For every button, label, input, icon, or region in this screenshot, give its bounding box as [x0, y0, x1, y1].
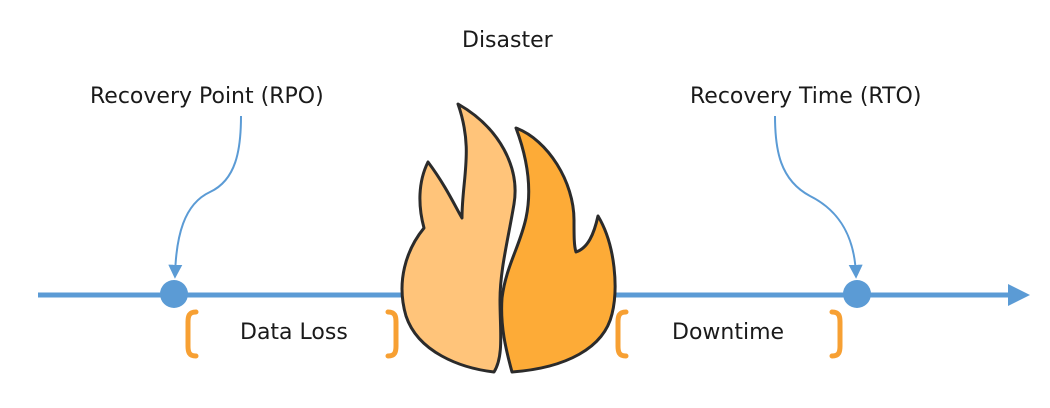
data-loss-bracket-right: [385, 309, 399, 359]
fire-icon: [400, 102, 617, 374]
downtime-bracket-left: [615, 309, 629, 359]
data-loss-bracket-left: [185, 309, 199, 359]
fire-right-flame: [500, 126, 617, 374]
downtime-bracket-right: [829, 309, 843, 359]
disaster-label: Disaster: [462, 28, 553, 53]
rto-point: [843, 280, 871, 308]
recovery-time-label: Recovery Time (RTO): [690, 84, 922, 109]
recovery-point-label: Recovery Point (RPO): [90, 84, 324, 109]
data-loss-label: Data Loss: [240, 320, 348, 345]
rpo-pointer-arrow: [168, 115, 242, 279]
rpo-point: [160, 280, 188, 308]
rto-pointer-arrow: [774, 115, 863, 279]
fire-left-flame: [400, 102, 517, 374]
timeline-arrowhead: [1008, 284, 1030, 306]
downtime-label: Downtime: [672, 320, 785, 345]
